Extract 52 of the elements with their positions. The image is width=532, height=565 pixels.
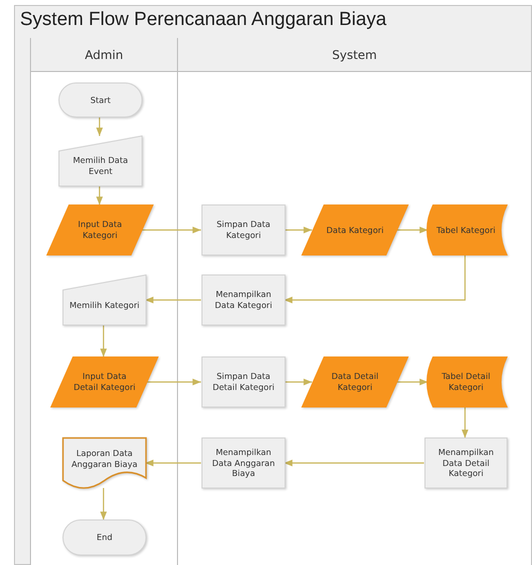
stored-data-shape [425,357,507,407]
manual-input-shape [59,136,142,186]
swimlane [30,38,177,565]
flow-arrow [100,325,107,357]
data-parallelogram [302,357,408,407]
process-box [202,205,285,255]
document-shape [63,438,146,488]
data-parallelogram [302,205,408,255]
lane-title: System [332,48,377,62]
shape-label: Laporan Data Anggaran Biaya [70,448,139,470]
diagram-title: System Flow Perencanaan Anggaran Biaya [20,9,386,31]
flow-arrow [96,117,103,136]
shape-label: Tabel Kategori [436,224,496,236]
shape-label: Data Kategori [325,224,385,236]
process-box [202,438,285,488]
flow-arrow [284,460,424,466]
process-box [202,357,285,407]
shape-label: Memilih Kategori [68,300,140,310]
flow-arrow [284,378,312,386]
shape-label: Data Detail Kategori [330,371,380,393]
flow-arrow [145,460,201,466]
shape-label: Simpan Data Kategori [216,219,272,241]
shape-label: Start [89,94,112,106]
lane-title: Admin [84,48,124,62]
swimlane [177,38,531,565]
flow-arrow [96,186,103,205]
shape-label: Menampilkan Data Anggaran Biaya [211,446,276,480]
shape-label: Input Data Detail Kategori [72,371,136,393]
flow-arrow [284,226,312,234]
data-parallelogram [47,205,153,255]
shape-label: End [96,532,114,543]
shape-label: Memilih Data Event [72,155,129,177]
flow-arrow [284,255,466,304]
shape-label: Menampilkan Data Kategori [214,289,274,311]
terminator-shape [63,520,146,555]
terminator-shape [59,83,142,117]
data-parallelogram [51,357,158,407]
shape-label: Menampilkan Data Detail Kategori [437,446,495,480]
stored-data-shape [425,205,507,255]
flow-arrow [396,378,428,386]
flow-arrow [146,378,201,386]
process-box [425,438,507,488]
process-box [202,275,285,325]
shape-label: Simpan Data Detail Kategori [212,371,276,393]
flow-arrow [462,407,468,438]
shape-label: Tabel Detail Kategori [440,371,492,393]
flow-arrow [100,488,107,520]
flow-arrow [141,226,201,234]
manual-input-shape [63,275,146,325]
flow-arrow [145,296,201,304]
flow-arrow [396,226,428,234]
shape-label: Input Data Kategori [77,219,123,241]
